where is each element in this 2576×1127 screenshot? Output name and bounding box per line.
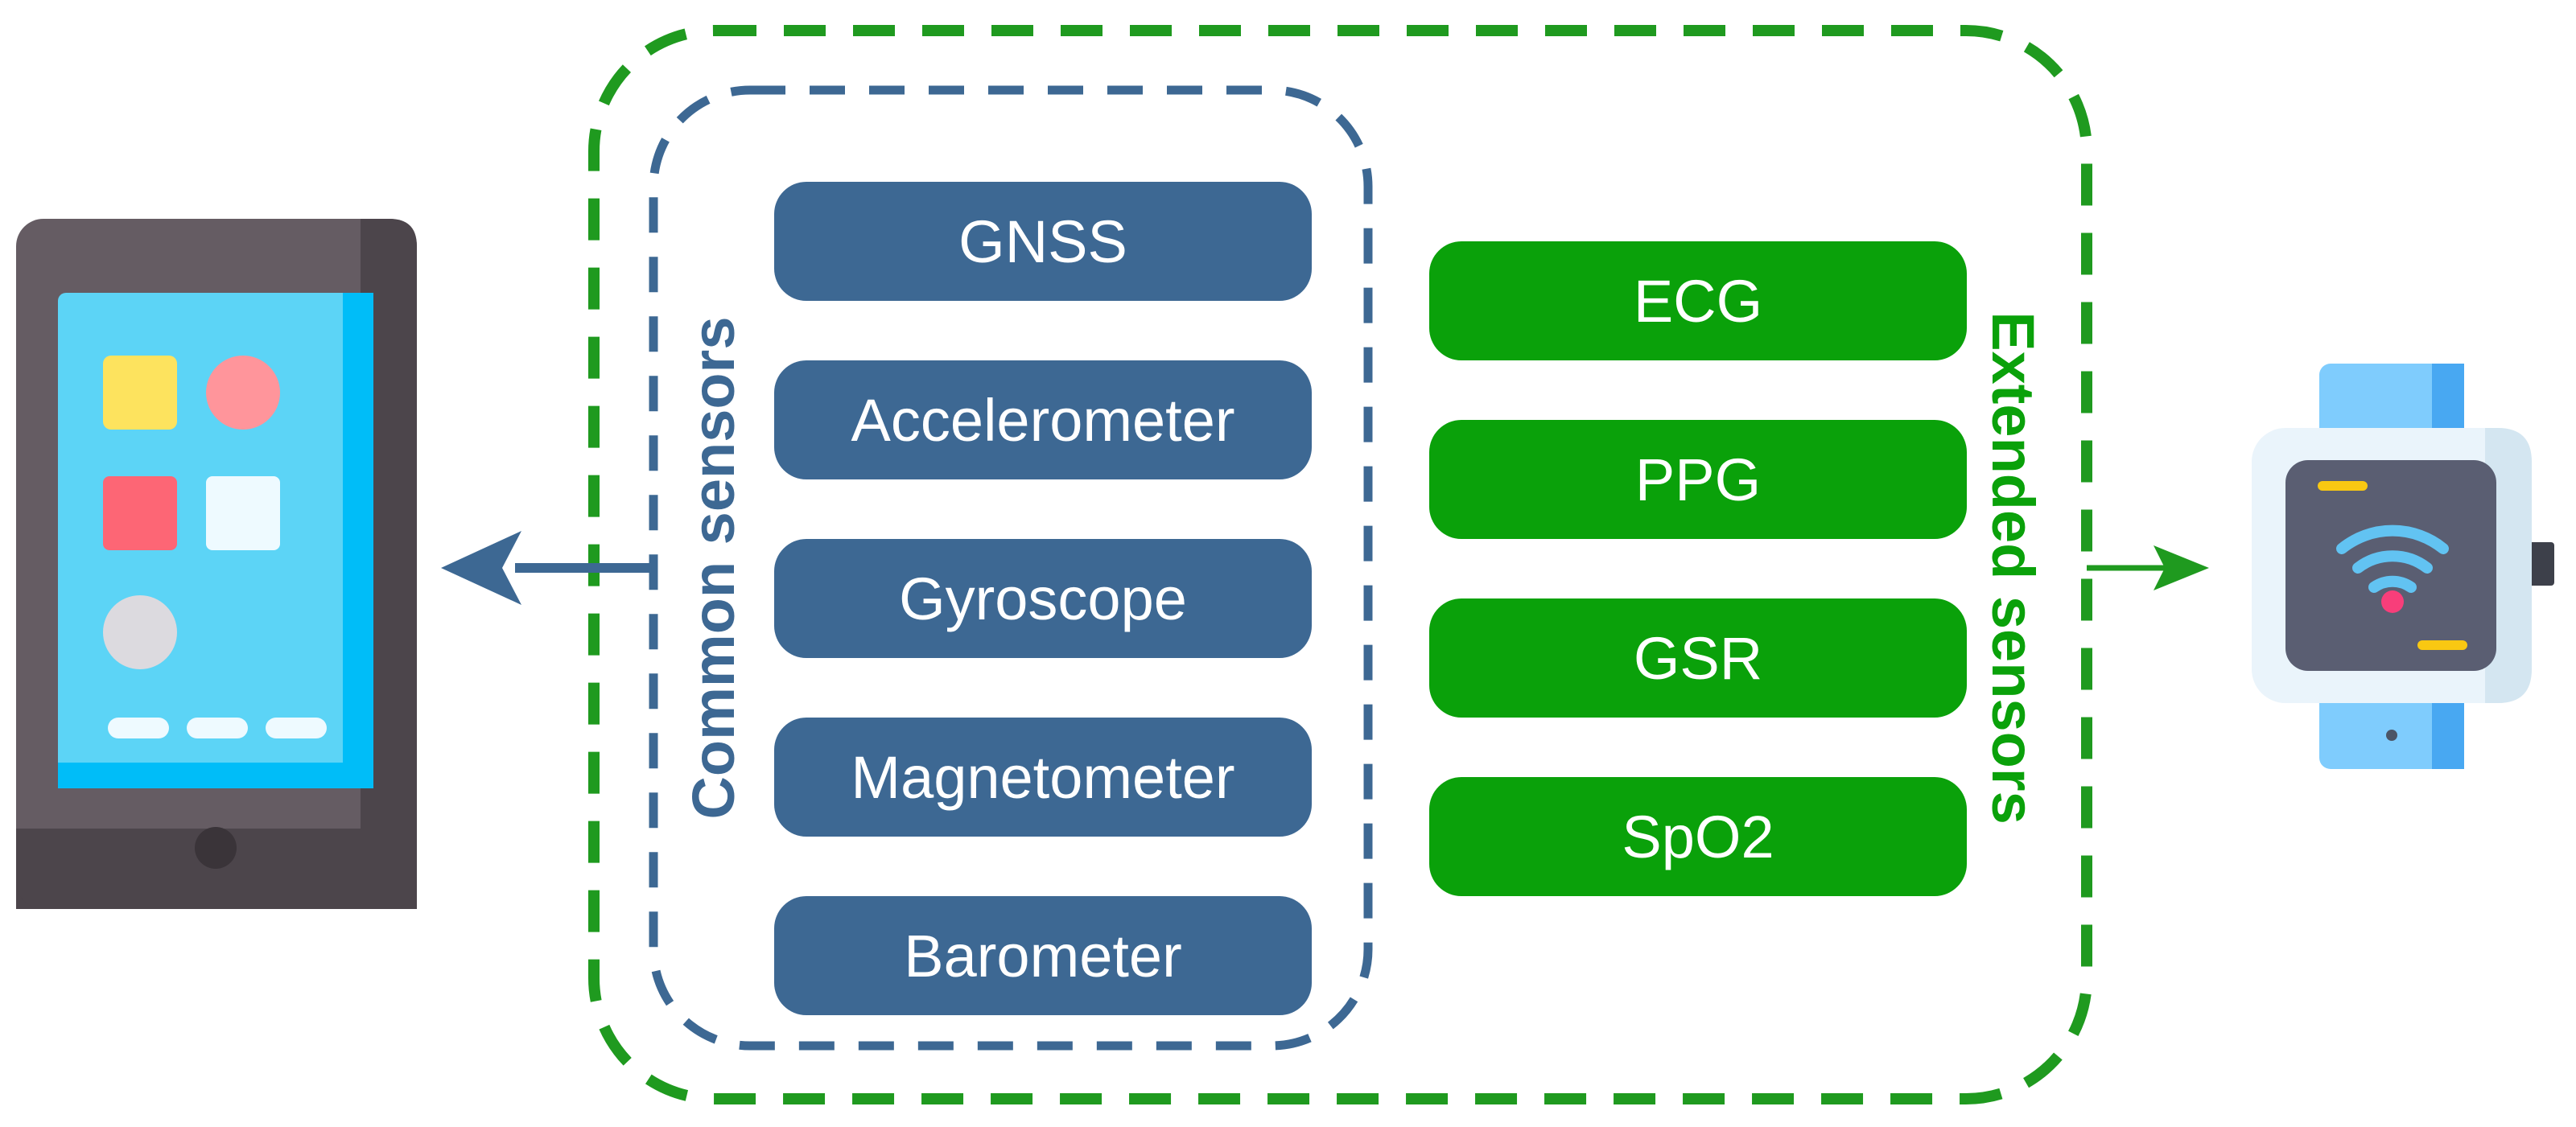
sensor-pill-background <box>1429 777 1967 896</box>
sensor-label: Gyroscope <box>899 566 1187 632</box>
sensor-pill-magnetometer: Magnetometer <box>774 718 1312 837</box>
sensor-label: GSR <box>1634 625 1762 692</box>
sensor-label: SpO2 <box>1622 804 1774 870</box>
arrow-to-watch <box>2087 545 2209 590</box>
sensor-pill-background <box>1429 241 1967 360</box>
sensor-pill-background <box>1429 420 1967 539</box>
sensor-pill-gsr: GSR <box>1429 598 1967 718</box>
sensor-pill-background <box>1429 598 1967 718</box>
sensor-label: PPG <box>1635 446 1761 513</box>
sensor-pill-background <box>774 718 1312 837</box>
common-sensors-label: Common sensors <box>680 316 747 819</box>
sensor-label: Barometer <box>904 923 1181 989</box>
smartphone-icon <box>16 219 417 909</box>
smartwatch-icon <box>2252 364 2554 769</box>
sensor-pill-background <box>774 360 1312 479</box>
sensor-pill-barometer: Barometer <box>774 896 1312 1015</box>
extended-sensors-label: Extended sensors <box>1980 311 2046 824</box>
sensor-pill-accelerometer: Accelerometer <box>774 360 1312 479</box>
sensor-label: Accelerometer <box>851 387 1234 454</box>
arrow-to-phone <box>441 531 653 605</box>
sensor-pill-background <box>774 896 1312 1015</box>
sensor-pill-spo2: SpO2 <box>1429 777 1967 896</box>
sensor-pill-background <box>774 182 1312 301</box>
sensor-pill-gnss: GNSS <box>774 182 1312 301</box>
common-sensors-group: GNSS AccelerometerGyroscopeMagnetometerBa… <box>774 182 1312 1015</box>
sensor-label: ECG <box>1634 268 1762 335</box>
sensor-label: GNSS <box>958 208 1127 275</box>
sensor-pill-ecg: ECG <box>1429 241 1967 360</box>
sensor-pill-gyroscope: Gyroscope <box>774 539 1312 658</box>
sensor-pill-ppg: PPG <box>1429 420 1967 539</box>
sensor-pill-background <box>774 539 1312 658</box>
extended-sensors-group: ECG PPG GSR SpO2 <box>1429 241 1967 896</box>
sensor-label: Magnetometer <box>851 744 1234 811</box>
